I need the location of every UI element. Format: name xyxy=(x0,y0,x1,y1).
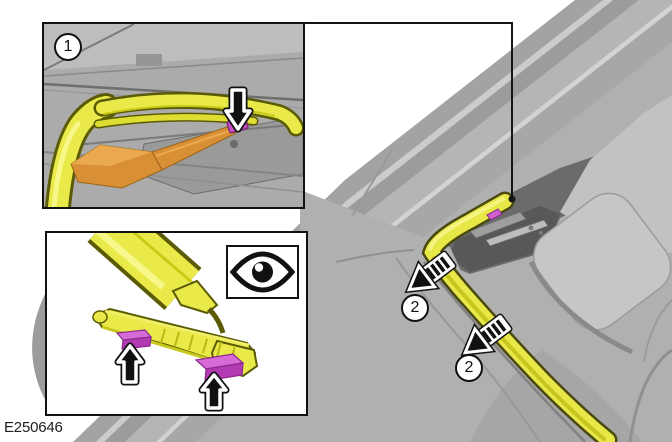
striped-arrow-a xyxy=(404,250,457,294)
callout-step-2a: 2 xyxy=(401,294,429,322)
seat-bolster-edge xyxy=(32,292,46,401)
inset1-roof-band xyxy=(44,24,303,70)
visual-inspection-symbol-box xyxy=(226,245,299,299)
window-regulator-parts xyxy=(469,211,549,247)
inset-step1-detail xyxy=(42,22,305,209)
headrest-crease xyxy=(528,260,634,355)
panel-crease-right-2 xyxy=(643,299,672,363)
roof-rail-bands xyxy=(73,0,672,442)
press-up-arrow-right xyxy=(198,371,230,412)
leader-line-end-dot xyxy=(508,195,516,203)
leader-line xyxy=(303,22,516,203)
eye-icon xyxy=(229,251,296,293)
inset2-seal-strap xyxy=(87,233,226,334)
inset-step-check-detail xyxy=(45,231,308,416)
quarter-glass-seal-highlight xyxy=(421,191,618,442)
figure-code: E250646 xyxy=(4,419,63,436)
callout-step-1: 1 xyxy=(54,33,82,61)
panel-crease-right xyxy=(628,348,672,442)
press-down-arrow xyxy=(222,86,254,133)
callout-step-2b: 2 xyxy=(455,354,483,382)
seal-clip-magenta xyxy=(486,208,503,221)
press-up-arrow-left xyxy=(114,342,146,386)
striped-arrow-b xyxy=(460,313,513,357)
